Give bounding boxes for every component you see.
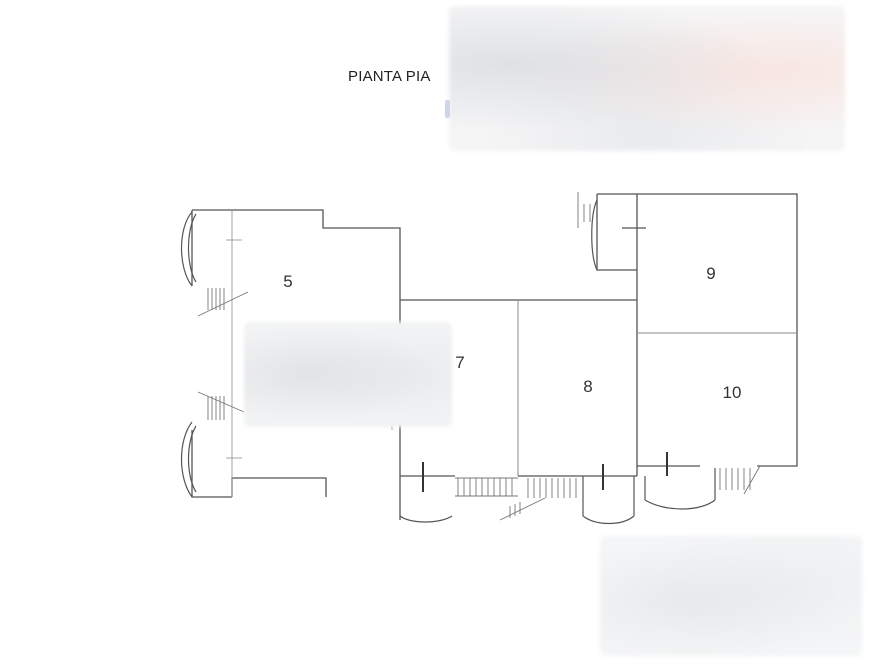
left-lower-wall [231, 477, 327, 497]
bay-room-10 [644, 499, 716, 510]
stair-room-7-rail [455, 477, 518, 497]
stair-center [527, 478, 577, 498]
blurred-region-middle [244, 322, 452, 427]
annex-stair [577, 192, 591, 228]
stair-room-7 [457, 478, 513, 496]
left-wing-wall-bottom [191, 430, 232, 498]
blurred-mark [445, 100, 450, 118]
bay-left-bottom-inner [187, 425, 197, 493]
room-7-label: 7 [455, 353, 464, 372]
stair-center-small [509, 502, 521, 518]
blurred-region-bottom [600, 536, 862, 656]
bay-left-top-inner [187, 213, 197, 283]
bay-left-top [180, 211, 193, 287]
plan-title: PIANTA PIA [348, 68, 431, 85]
bay-room-7 [399, 515, 453, 523]
bay-room-8 [582, 515, 635, 525]
room-8-label: 8 [583, 377, 592, 396]
annex-bay [591, 199, 598, 271]
stair-right [719, 468, 751, 490]
stair-left-top [207, 288, 225, 310]
room-10-label: 10 [723, 383, 742, 402]
blurred-region-top [449, 6, 845, 151]
stair-right-diag [743, 465, 761, 495]
stair-left-top-diag [197, 291, 249, 317]
bay-left-bottom [180, 421, 193, 498]
stair-left-bottom [207, 396, 225, 420]
annex-wall-2 [596, 194, 637, 271]
room-5-label: 5 [283, 272, 292, 291]
room-9-label: 9 [706, 264, 715, 283]
room-9-outline [637, 193, 798, 467]
stair-left-bottom-diag [197, 391, 245, 413]
stair-center-diag [499, 497, 546, 521]
